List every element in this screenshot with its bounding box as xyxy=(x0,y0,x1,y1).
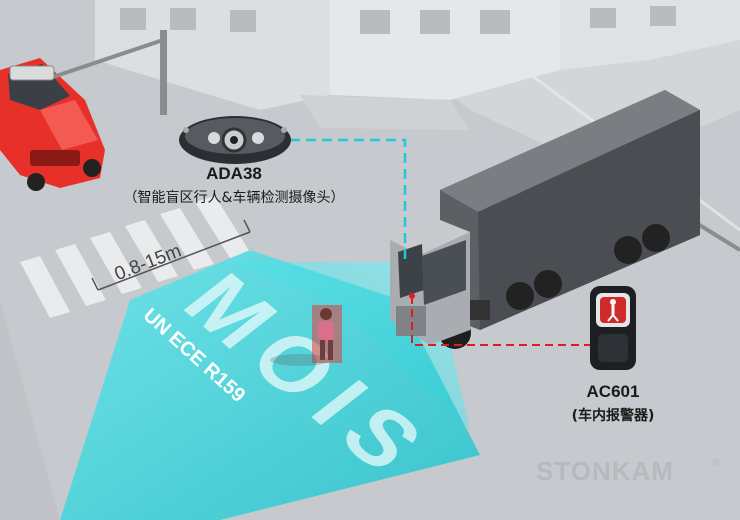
truck-icon xyxy=(390,90,700,349)
pedestrian-icon xyxy=(270,305,342,366)
detection-zone xyxy=(60,250,480,520)
alarm-model-label: AC601 xyxy=(586,382,640,401)
buildings xyxy=(95,0,740,130)
camera-link-line xyxy=(290,138,407,260)
brand-watermark: STONKAM xyxy=(536,456,674,486)
alarm-icon xyxy=(590,286,636,370)
camera-icon xyxy=(179,116,291,164)
alarm-link-line xyxy=(411,296,590,346)
crosswalk xyxy=(20,196,250,318)
alarm-description-label: (车内报警器) xyxy=(571,408,655,424)
brand-registered-mark: ® xyxy=(710,456,721,469)
camera-description-label: （智能盲区行人&车辆检测摄像头） xyxy=(123,190,345,206)
camera-model-label: ADA38 xyxy=(206,164,262,183)
car-icon xyxy=(0,58,105,191)
